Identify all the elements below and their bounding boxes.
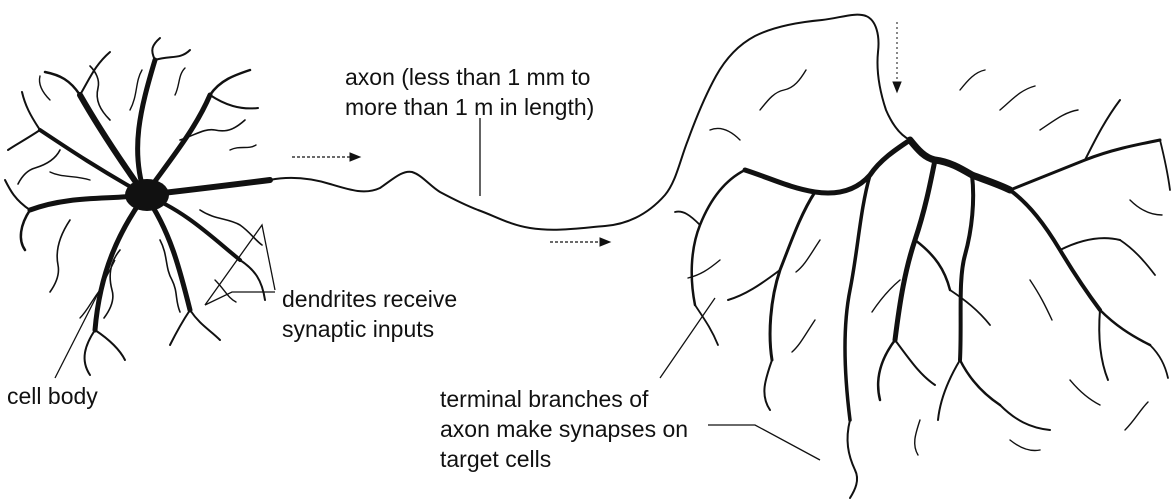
arrow-right-icon <box>292 153 360 161</box>
axon <box>270 15 910 230</box>
terminal-branches-label: terminal branches of axon make synapses … <box>440 384 688 474</box>
terminal-arbor <box>675 70 1170 498</box>
dendrites-label-line-2: synaptic inputs <box>282 314 457 344</box>
arrow-right-icon <box>550 238 610 246</box>
terminal-label-line-1: terminal branches of <box>440 384 688 414</box>
terminal-leader-line-lower <box>708 425 820 460</box>
axon-label: axon (less than 1 mm to more than 1 m in… <box>345 62 594 122</box>
cell-body-label: cell body <box>7 381 98 411</box>
terminal-leader-line-upper <box>660 298 715 378</box>
dendrites-label-line-1: dendrites receive <box>282 284 457 314</box>
cell-body-label-text: cell body <box>7 381 98 411</box>
arrow-down-icon <box>893 22 901 92</box>
dendrites-label: dendrites receive synaptic inputs <box>282 284 457 344</box>
terminal-label-line-2: axon make synapses on <box>440 414 688 444</box>
terminal-label-line-3: target cells <box>440 444 688 474</box>
axon-label-line-1: axon (less than 1 mm to <box>345 62 594 92</box>
cell-body-soma <box>125 179 169 211</box>
direction-arrows <box>292 22 901 246</box>
axon-label-line-2: more than 1 m in length) <box>345 92 594 122</box>
